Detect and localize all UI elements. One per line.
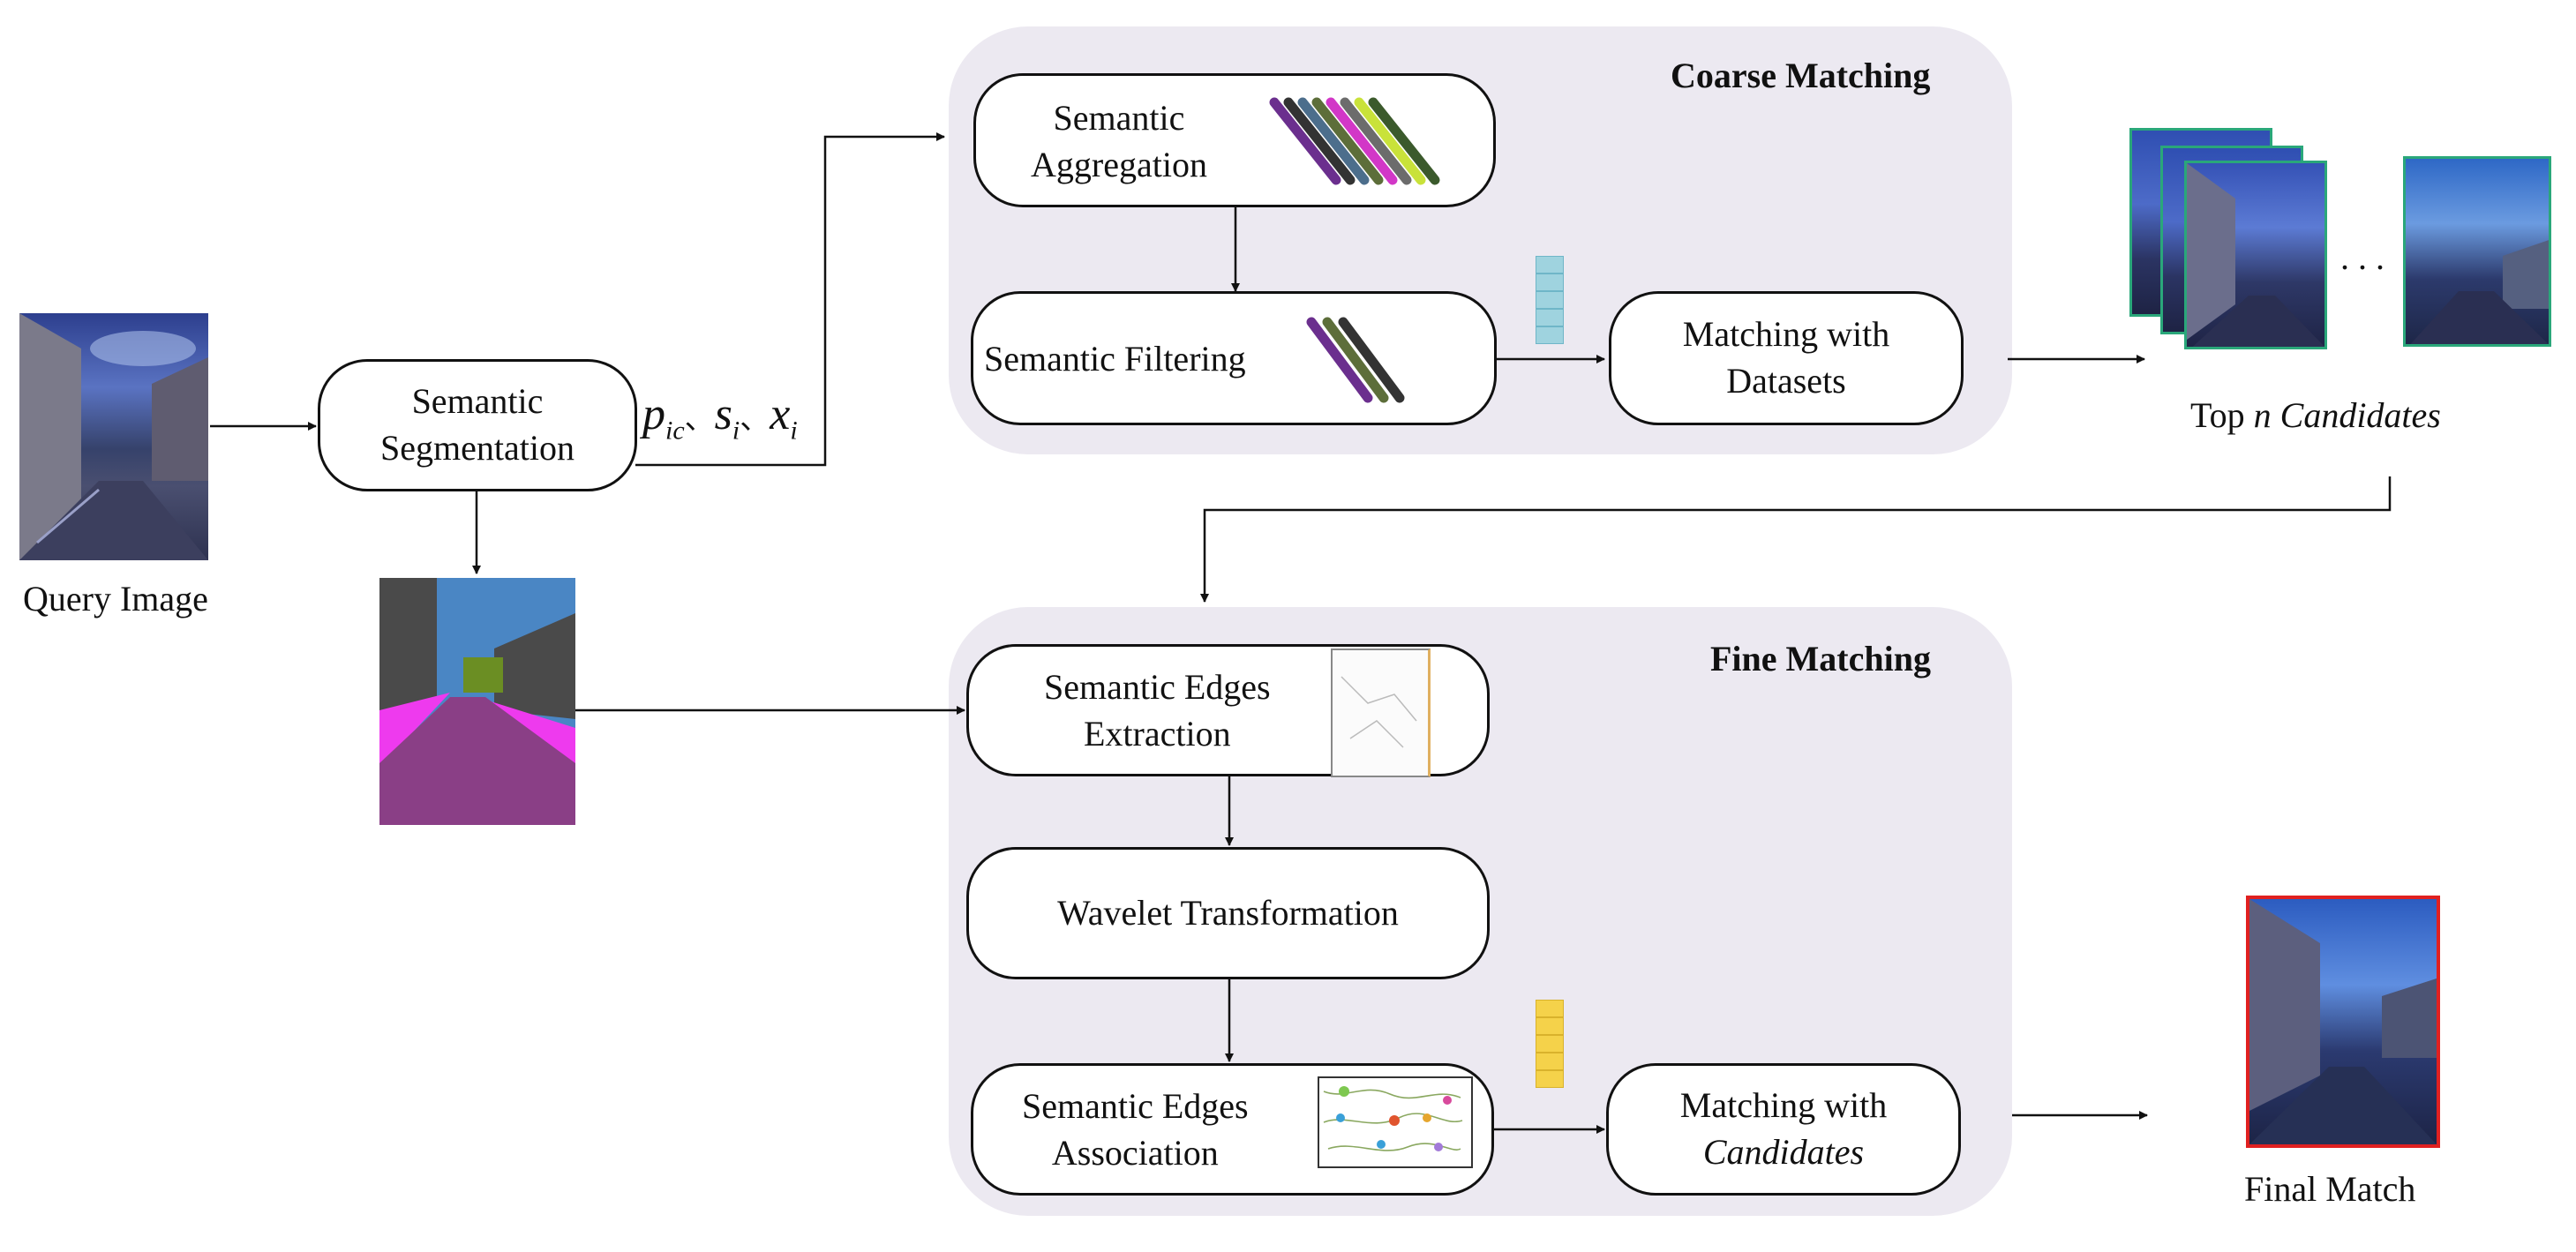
coarse-vector-cell — [1536, 256, 1564, 274]
query-image — [19, 313, 208, 560]
final-match-image — [2246, 896, 2440, 1148]
formula-p-sub: ic — [665, 416, 685, 446]
matching-with-datasets-box: Matching with Datasets — [1609, 291, 1964, 425]
query-image-caption: Query Image — [23, 579, 208, 619]
matching-datasets-line1: Matching with — [1682, 314, 1890, 355]
fine-vector-cell — [1536, 1000, 1564, 1017]
seg-building-left — [379, 578, 437, 728]
final-match-caption: Final Match — [2244, 1169, 2416, 1209]
final-scene-icon — [2249, 899, 2437, 1144]
edge-map-icon — [1341, 676, 1417, 748]
arrow-candidates-to-fine — [1200, 476, 2392, 603]
arrow-segmentation-to-aggregation — [635, 132, 945, 467]
semantic-segmentation-box: Semantic Segmentation — [318, 359, 637, 491]
segmentation-map-image — [379, 578, 575, 825]
edges-extraction-line2: Extraction — [1084, 713, 1231, 753]
fine-vector-cell — [1536, 1070, 1564, 1088]
candidates-caption-suffix: Candidates — [2279, 395, 2441, 435]
candidate-n-scene-icon — [2410, 240, 2549, 344]
candidates-caption-prefix: Top — [2190, 395, 2245, 435]
candidates-caption: Top n Candidates — [2190, 394, 2441, 436]
candidate-image-3 — [2184, 161, 2327, 349]
formula-x: x — [770, 389, 791, 439]
association-map-thumbnail — [1318, 1076, 1473, 1168]
coarse-vector-cell — [1536, 309, 1564, 326]
coarse-feature-vector — [1536, 256, 1564, 344]
filtering-feature-bars-icon — [1306, 317, 1405, 403]
edges-association-line1: Semantic Edges — [1022, 1086, 1249, 1126]
query-scene-icon — [19, 313, 208, 560]
fine-matching-title: Fine Matching — [1710, 639, 1931, 678]
semantic-aggregation-box: Semantic Aggregation — [973, 73, 1496, 207]
wavelet-label: Wavelet Transformation — [1057, 892, 1399, 933]
matching-candidates-line2: Candidates — [1702, 1132, 1865, 1172]
seg-building-right — [494, 613, 575, 719]
wavelet-transformation-box: Wavelet Transformation — [966, 847, 1490, 979]
semantic-edges-association-box: Semantic Edges Association — [971, 1063, 1494, 1196]
semantic-filtering-box: Semantic Filtering — [971, 291, 1497, 425]
fine-feature-vector — [1536, 1000, 1564, 1088]
candidate-scene-icon — [2187, 163, 2324, 347]
formula-sep-2: 、 — [740, 403, 770, 436]
candidate-image-n — [2403, 156, 2551, 347]
matching-candidates-line1: Matching with — [1679, 1085, 1888, 1126]
coarse-matching-title: Coarse Matching — [1671, 56, 1931, 95]
edge-map-thumbnail — [1331, 648, 1431, 777]
coarse-vector-cell — [1536, 326, 1564, 344]
seg-road — [379, 697, 575, 825]
formula-s: s — [714, 389, 732, 439]
formula-p: p — [642, 389, 665, 439]
fine-vector-cell — [1536, 1035, 1564, 1053]
matching-with-candidates-box: Matching with Candidates — [1606, 1063, 1961, 1196]
segmentation-line1: Semantic — [411, 381, 544, 422]
coarse-vector-cell — [1536, 291, 1564, 309]
aggregation-feature-bars-icon — [1269, 97, 1440, 185]
semantic-edges-extraction-box: Semantic Edges Extraction — [966, 644, 1490, 777]
formula-sep-1: 、 — [684, 403, 715, 436]
fine-vector-cell — [1536, 1053, 1564, 1070]
edges-extraction-line1: Semantic Edges — [1044, 667, 1271, 707]
formula-s-sub: i — [732, 416, 740, 446]
filtering-label: Semantic Filtering — [984, 339, 1246, 379]
matching-datasets-line2: Datasets — [1726, 361, 1846, 401]
segmentation-map-icon — [379, 578, 575, 825]
seg-vegetation — [463, 657, 503, 693]
formula-x-sub: i — [790, 416, 798, 446]
fine-vector-cell — [1536, 1017, 1564, 1035]
candidates-ellipsis: . . . — [2340, 237, 2384, 277]
segmentation-outputs-formula: pic、si、xi — [642, 388, 798, 446]
candidates-caption-n: n — [2253, 395, 2272, 435]
segmentation-line2: Segmentation — [380, 428, 575, 468]
edges-association-line2: Association — [1051, 1132, 1219, 1173]
coarse-vector-cell — [1536, 274, 1564, 291]
association-graph-icon — [1323, 1086, 1463, 1151]
aggregation-line1: Semantic — [1053, 98, 1185, 138]
aggregation-line2: Aggregation — [1031, 144, 1207, 184]
